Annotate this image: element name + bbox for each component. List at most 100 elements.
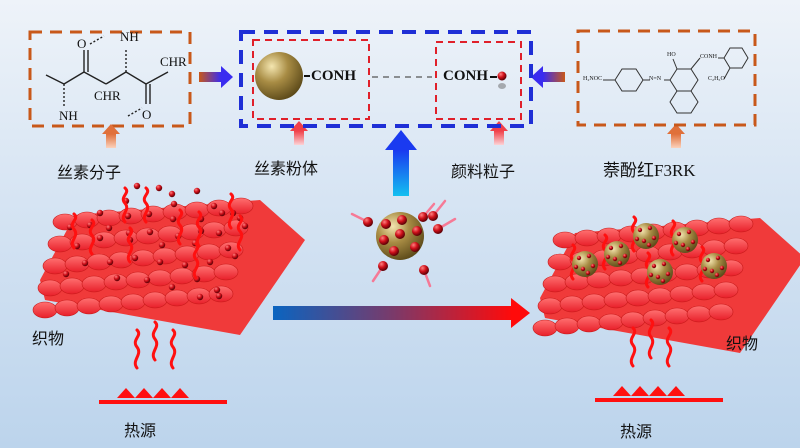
heat-flame-tooth xyxy=(117,388,135,398)
arrow-right-to-center xyxy=(531,66,565,88)
fabric-weave xyxy=(142,291,168,309)
arrow-up-silk-molecule xyxy=(102,124,120,148)
heat-flame-tooth xyxy=(649,386,667,396)
composite-particle xyxy=(701,253,727,279)
loaded-pigment-dot xyxy=(379,235,389,245)
dye-dot xyxy=(81,259,89,267)
silk-powder-sphere xyxy=(255,52,303,100)
vapor-wave xyxy=(195,210,203,248)
dye-dot xyxy=(224,244,232,252)
loaded-pigment-dot xyxy=(381,219,391,229)
dye-dot xyxy=(158,241,166,249)
composite-dot xyxy=(686,229,692,235)
dye-dot xyxy=(96,209,104,217)
arrow-up-blue xyxy=(385,130,417,196)
composite-dot xyxy=(680,242,686,248)
loaded-pigment-dot xyxy=(410,242,420,252)
label-fabric-right: 织物 xyxy=(726,334,759,353)
heat-flame-tooth xyxy=(135,388,153,398)
composite-dot xyxy=(612,256,618,262)
heat-wave xyxy=(169,328,177,370)
fabric-weave xyxy=(581,293,607,311)
bond-group-left: CONH xyxy=(311,68,356,84)
dye-dot xyxy=(196,293,204,301)
fabric-weave xyxy=(47,235,73,253)
dye-dot xyxy=(106,258,114,266)
group-conh: CONH xyxy=(700,54,718,60)
emitted-pigment-dot xyxy=(418,212,428,222)
pigment-dot xyxy=(497,71,507,81)
fabric-weave xyxy=(169,267,195,285)
heat-plate xyxy=(595,398,723,402)
composite-dot xyxy=(580,266,586,272)
atom-o-top: O xyxy=(77,36,87,51)
composite-dot xyxy=(622,253,628,259)
vapor-wave xyxy=(236,214,244,252)
fabric-weave xyxy=(620,311,646,329)
atom-nh-bottom: NH xyxy=(59,108,78,123)
composite-dot xyxy=(641,238,647,244)
fabric-weave xyxy=(664,307,690,325)
fabric-weave xyxy=(196,243,222,261)
emitted-pigment-dot xyxy=(363,217,373,227)
loaded-pigment-dot xyxy=(395,229,405,239)
fabric-weave xyxy=(713,281,739,299)
vapor-wave xyxy=(121,186,129,224)
fabric-weave xyxy=(547,253,573,271)
heat-flame-tooth xyxy=(631,386,649,396)
dye-dot xyxy=(193,187,201,195)
heat-wave xyxy=(647,318,655,360)
fabric-weave xyxy=(603,291,629,309)
dye-dot xyxy=(241,222,249,230)
atom-o-bottom: O xyxy=(142,107,152,122)
composite-particle xyxy=(633,223,659,249)
dye-dot xyxy=(105,224,113,232)
dye-dot xyxy=(218,209,226,217)
fabric-weave xyxy=(37,279,63,297)
fabric-weave xyxy=(213,263,239,281)
fabric-weave xyxy=(598,313,624,331)
fabric-weave xyxy=(81,275,107,293)
fabric-weave xyxy=(32,301,58,319)
composite-dot xyxy=(605,254,611,260)
composite-dot xyxy=(705,257,711,263)
composite-dot xyxy=(665,271,671,277)
atom-chr-mid: CHR xyxy=(94,88,121,103)
heat-wave xyxy=(665,326,673,368)
fabric-weave xyxy=(91,231,117,249)
composite-dot xyxy=(719,265,725,271)
vapor-wave xyxy=(142,186,150,224)
bond-group-right: CONH xyxy=(443,68,488,84)
fabric-weave xyxy=(164,289,190,307)
label-heat-right: 热源 xyxy=(620,422,653,441)
fabric-weave xyxy=(608,269,634,287)
fabric-weave xyxy=(642,309,668,327)
arrow-left-to-center xyxy=(199,66,233,88)
group-ho: HO xyxy=(667,52,676,58)
fabric-weave xyxy=(184,201,210,219)
composite-dot xyxy=(709,268,715,274)
heat-source-left xyxy=(99,320,227,404)
atom-chr-right: CHR xyxy=(160,54,187,69)
heat-flame-tooth xyxy=(153,388,171,398)
composite-dot xyxy=(617,260,623,266)
composite-dot xyxy=(637,227,643,233)
composite-dot xyxy=(576,255,582,261)
fabric-weave xyxy=(54,299,80,317)
dye-dot xyxy=(131,254,139,262)
dye-dot xyxy=(96,234,104,242)
composite-dot xyxy=(715,255,721,261)
fabric-weave xyxy=(147,269,173,287)
fabric-weave xyxy=(59,277,85,295)
dye-dot xyxy=(181,261,189,269)
heat-plate xyxy=(99,400,227,404)
emitted-pigment-dot xyxy=(378,261,388,271)
composite-dot xyxy=(651,263,657,269)
fabric-weave xyxy=(576,315,602,333)
vapor-wave xyxy=(126,226,134,264)
composite-dot xyxy=(586,253,592,259)
heat-source-right xyxy=(595,318,723,402)
